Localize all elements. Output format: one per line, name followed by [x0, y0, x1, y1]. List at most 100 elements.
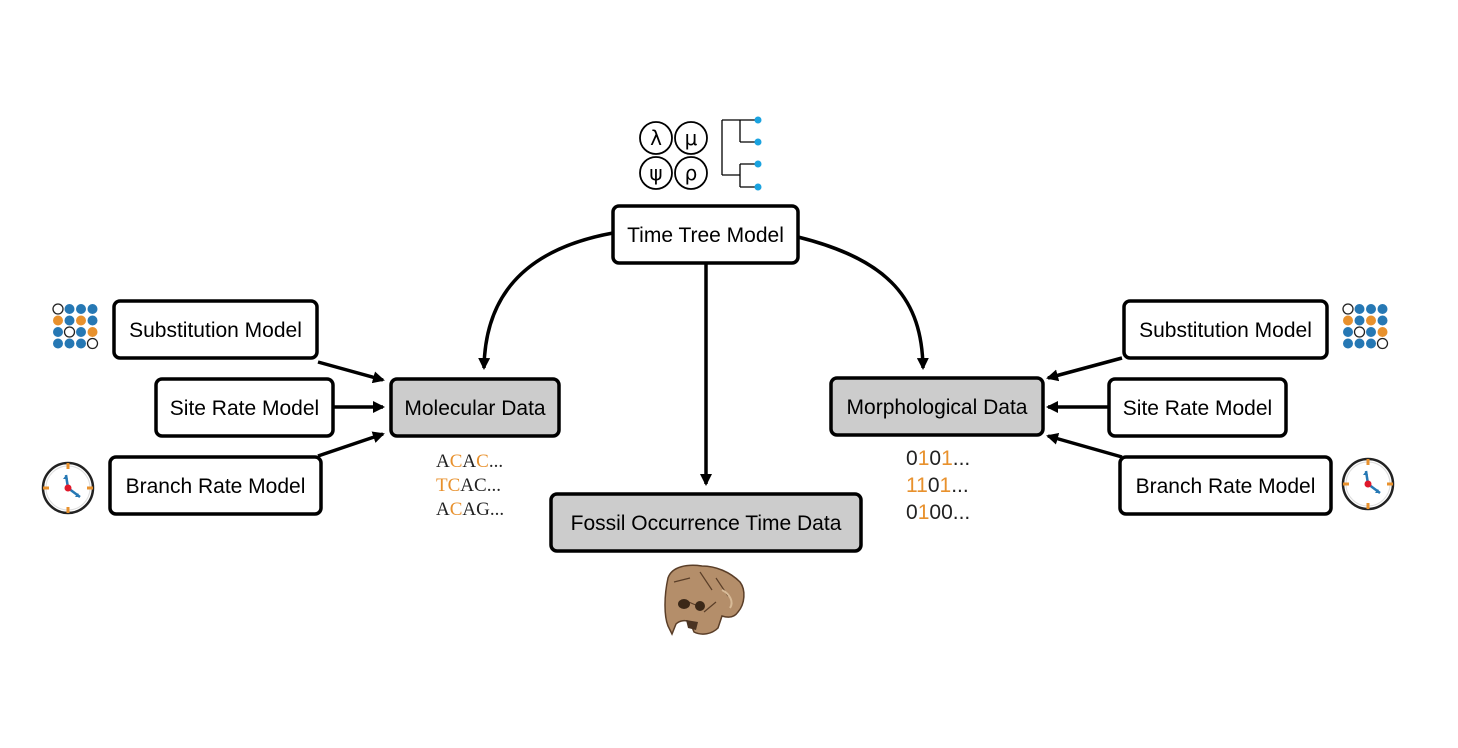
fossil-occurrence-data-label: Fossil Occurrence Time Data: [571, 512, 842, 535]
time-tree-model-box: Time Tree Model: [611, 204, 800, 265]
matrix-cell: [1376, 337, 1389, 350]
molecular-sequence-char: C: [450, 451, 463, 472]
morphological-sequence-char: 0: [928, 474, 940, 497]
matrix-cell: [76, 338, 86, 349]
morphological-sequence-char: 1: [918, 501, 930, 524]
molecular-sequence-char: C: [450, 499, 463, 520]
morphological-sequence-char: 1: [918, 447, 930, 470]
matrix-cell: [64, 338, 75, 349]
molecular-sequence-char: C: [448, 475, 461, 496]
matrix-cell: [53, 327, 63, 337]
molecular-sequence-char: G: [476, 499, 490, 520]
right-substitution-matrix-icon: [1342, 303, 1389, 350]
molecular-sequence-char: T: [436, 475, 448, 496]
matrix-cell: [1366, 304, 1376, 314]
molecular-data-box: Molecular Data: [389, 377, 561, 438]
matrix-cell: [1342, 303, 1354, 315]
molecular-sequence-char: A: [436, 451, 450, 472]
matrix-cell: [64, 304, 75, 314]
matrix-cell: [53, 315, 63, 326]
matrix-cell: [76, 327, 86, 337]
morphological-sequence-char: 0: [906, 447, 918, 470]
morphological-data-box: Morphological Data: [829, 376, 1045, 437]
molecular-data-label: Molecular Data: [404, 397, 546, 420]
morphological-sequence-char: ...: [953, 447, 971, 470]
morphological-sequence-row: 1101...: [906, 474, 969, 497]
molecular-sequence-block: ACAC...TCAC...ACAG...: [436, 451, 504, 520]
mu-symbol: μ: [685, 126, 698, 150]
molecular-sequence-char: ...: [489, 451, 503, 472]
molecular-sequence-char: ...: [490, 499, 504, 520]
arrow-right-substitution: [1046, 356, 1123, 382]
arrow-right-branch-rate: [1046, 432, 1123, 459]
arrow-left-substitution: [317, 360, 385, 384]
fossil-occurrence-data-box: Fossil Occurrence Time Data: [549, 492, 863, 553]
left-branch-rate-model-label: Branch Rate Model: [126, 475, 306, 498]
molecular-sequence-char: A: [460, 475, 474, 496]
matrix-cell: [76, 304, 86, 314]
morphological-sequence-char: ...: [951, 474, 969, 497]
matrix-cell: [1354, 304, 1365, 314]
matrix-cell: [76, 315, 86, 326]
lambda-symbol: λ: [650, 126, 662, 150]
matrix-cell: [1353, 326, 1366, 338]
molecular-sequence-char: A: [462, 451, 476, 472]
molecular-sequence-char: A: [436, 499, 450, 520]
matrix-cell: [87, 327, 98, 337]
left-clock-icon: [41, 461, 95, 515]
morphological-sequence-char: 0: [929, 447, 941, 470]
matrix-cell: [1366, 327, 1376, 337]
morphological-sequence-char: 0: [929, 501, 941, 524]
right-branch-rate-model-box: Branch Rate Model: [1118, 455, 1333, 516]
morphological-sequence-block: 0101...1101...0100...: [906, 447, 970, 524]
right-substitution-model-box: Substitution Model: [1122, 299, 1329, 360]
arrow-left-branch-rate: [317, 431, 385, 458]
morphological-sequence-char: 1: [916, 474, 928, 497]
left-substitution-matrix-icon: [52, 303, 99, 350]
right-site-rate-model-label: Site Rate Model: [1123, 397, 1272, 420]
matrix-cell: [1343, 338, 1353, 349]
tree-parameters-icon: λ μ ψ ρ: [639, 121, 708, 190]
matrix-cell: [63, 326, 76, 338]
arrow-tree-to-morphological: [797, 235, 929, 370]
matrix-cell: [1343, 315, 1353, 326]
matrix-cell: [1366, 338, 1376, 349]
matrix-cell: [87, 315, 98, 326]
morphological-sequence-char: 1: [940, 474, 952, 497]
matrix-cell: [1377, 315, 1388, 326]
morphological-sequence-row: 0101...: [906, 447, 970, 470]
morphological-sequence-char: 1: [941, 447, 953, 470]
matrix-cell: [1377, 327, 1388, 337]
matrix-cell: [1377, 304, 1388, 314]
left-substitution-model-label: Substitution Model: [129, 319, 302, 342]
matrix-cell: [86, 337, 99, 350]
matrix-cell: [1343, 327, 1353, 337]
molecular-sequence-char: C: [476, 451, 489, 472]
right-clock-icon: [1341, 457, 1395, 511]
molecular-sequence-char: C: [474, 475, 487, 496]
phylogenetic-tree-icon: [721, 116, 762, 191]
left-branch-rate-model-box: Branch Rate Model: [108, 455, 323, 516]
matrix-cell: [1366, 315, 1376, 326]
left-substitution-model-box: Substitution Model: [112, 299, 319, 360]
matrix-cell: [64, 315, 75, 326]
morphological-sequence-char: 1: [906, 474, 917, 497]
matrix-cell: [87, 304, 98, 314]
matrix-cell: [52, 303, 64, 315]
molecular-sequence-row: TCAC...: [436, 475, 501, 496]
fossil-skull-image: [664, 564, 745, 636]
molecular-sequence-row: ACAG...: [436, 499, 504, 520]
time-tree-model-label: Time Tree Model: [627, 224, 784, 247]
morphological-sequence-row: 0100...: [906, 501, 970, 524]
arrows: [317, 231, 1123, 486]
morphological-data-label: Morphological Data: [847, 396, 1028, 419]
right-branch-rate-model-label: Branch Rate Model: [1136, 475, 1316, 498]
left-site-rate-model-box: Site Rate Model: [154, 377, 335, 438]
morphological-sequence-char: 0: [906, 501, 918, 524]
rho-symbol: ρ: [685, 161, 698, 185]
matrix-cell: [53, 338, 63, 349]
morphological-sequence-char: 0: [941, 501, 953, 524]
right-site-rate-model-box: Site Rate Model: [1107, 377, 1288, 438]
psi-symbol: ψ: [649, 161, 662, 185]
